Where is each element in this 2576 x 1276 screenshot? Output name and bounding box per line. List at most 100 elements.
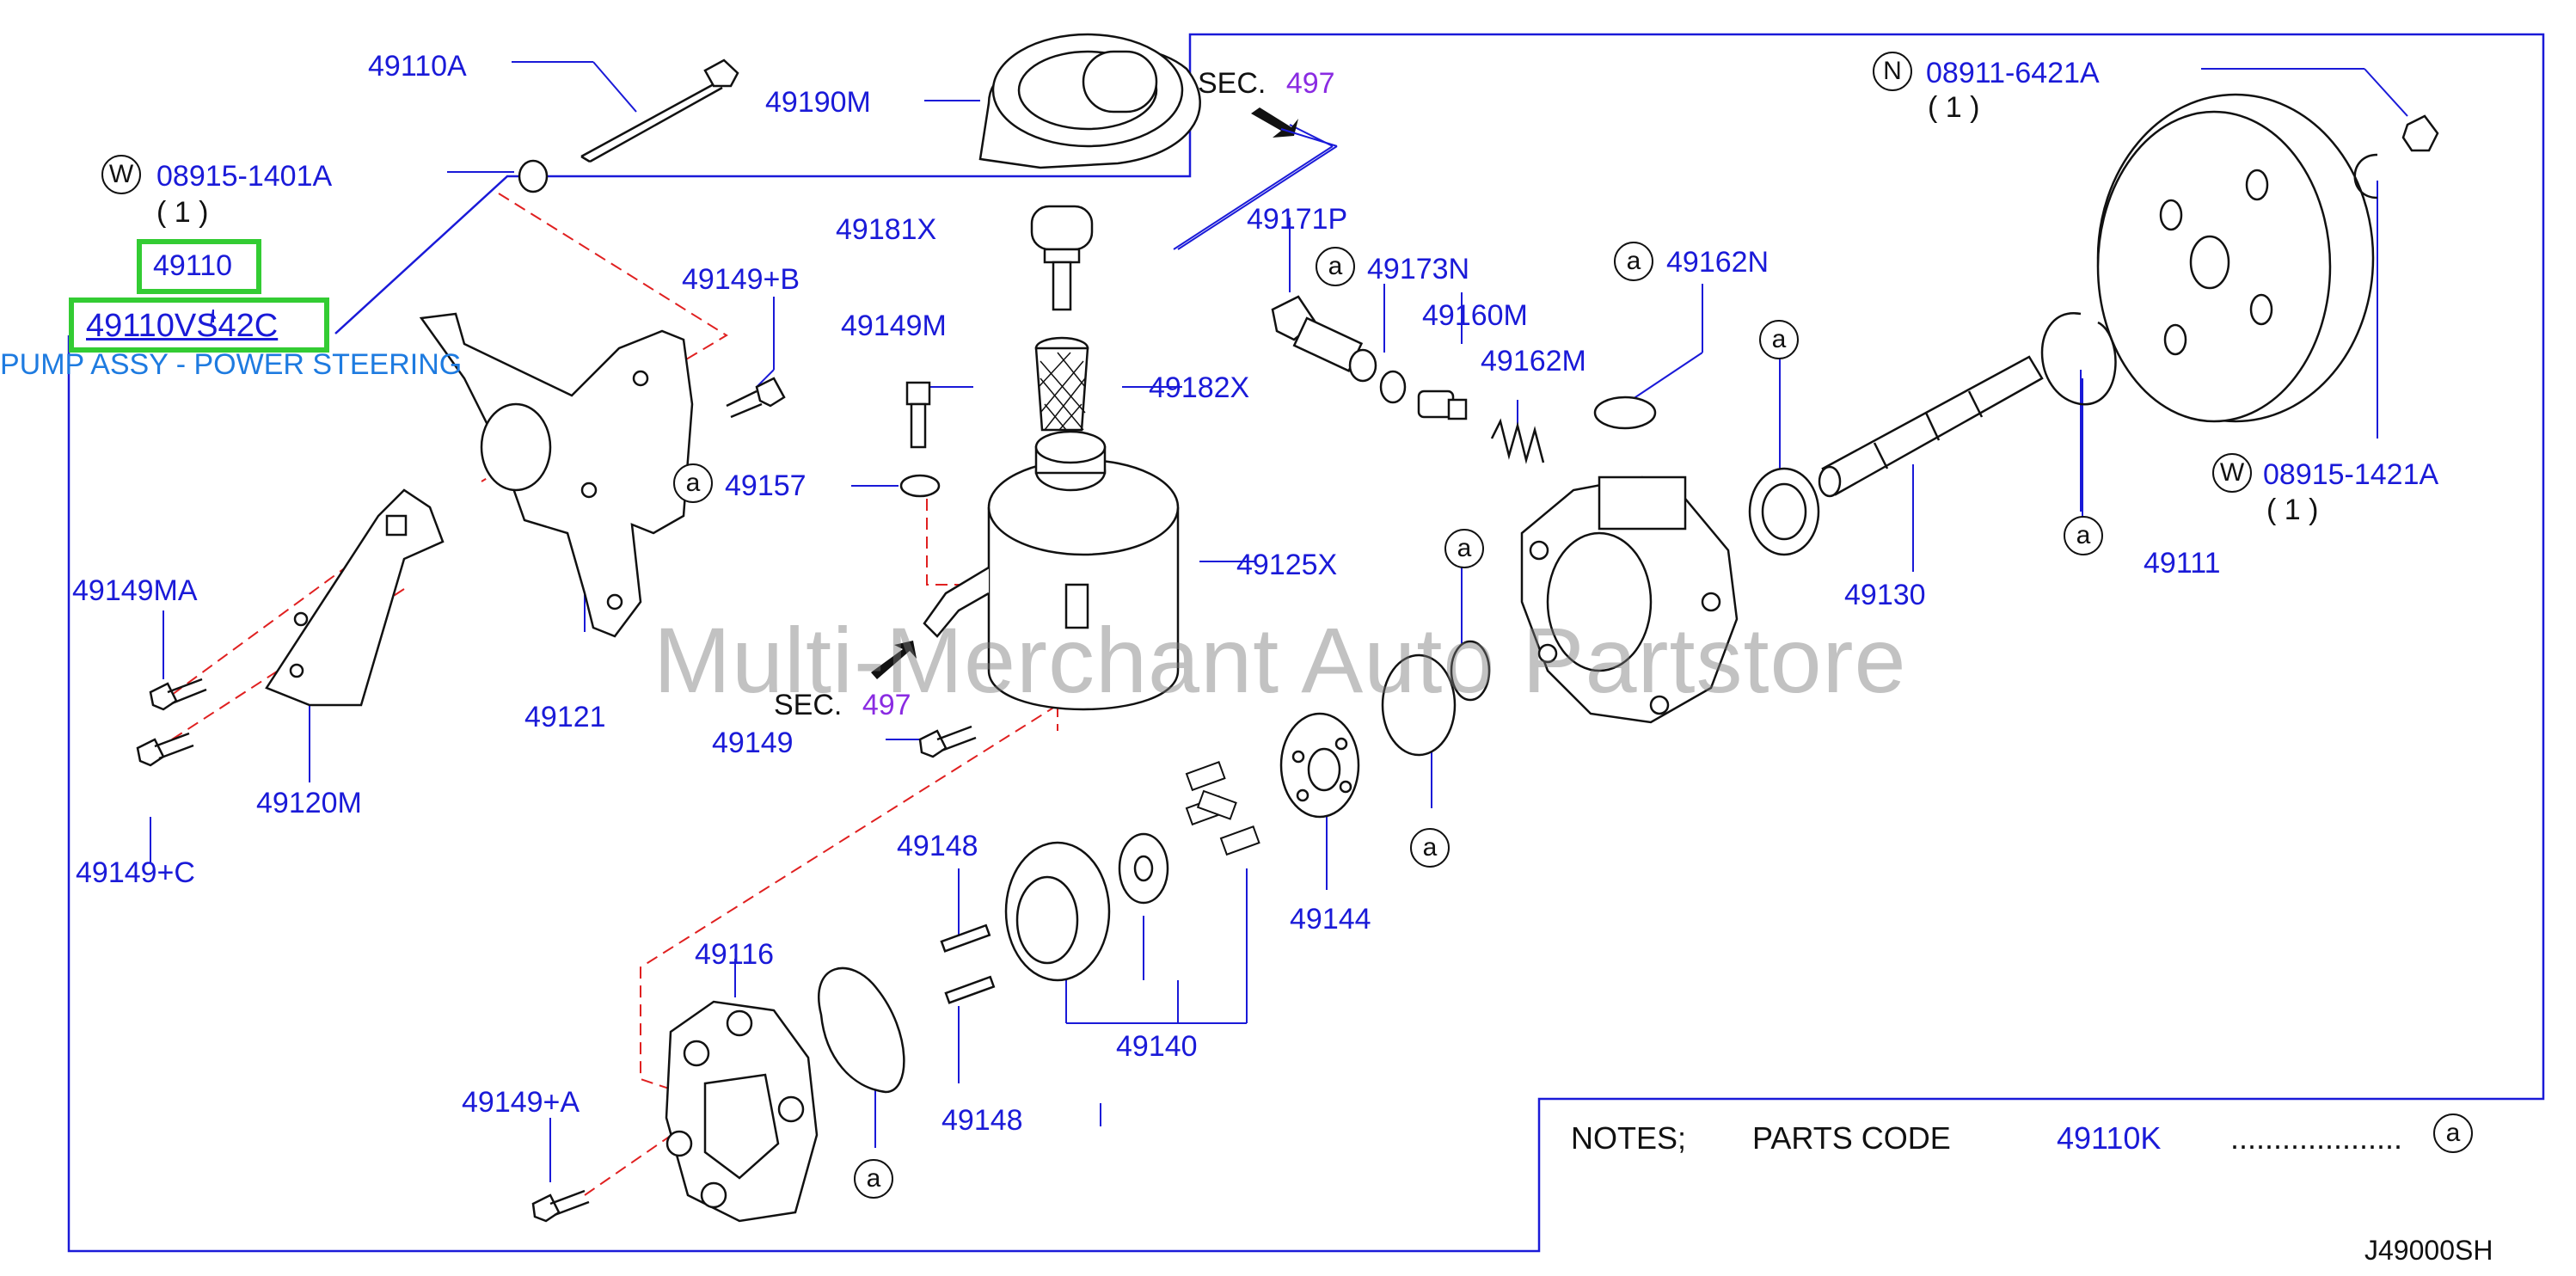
- notes-parts-code: PARTS CODE: [1752, 1120, 1951, 1156]
- part-label-49144[interactable]: 49144: [1290, 903, 1371, 936]
- sec-label-lower: SEC. 497: [774, 690, 911, 720]
- filter-49182X: [1034, 336, 1089, 432]
- part-label-49110VS42C[interactable]: 49110VS42C: [86, 308, 279, 344]
- vanes: [1185, 761, 1260, 856]
- part-label-49110[interactable]: 49110: [153, 249, 233, 282]
- part-label-08915-1401A[interactable]: 08915-1401A: [156, 160, 333, 193]
- rotor: [1118, 832, 1169, 905]
- part-description-pump-assy: PUMP ASSY - POWER STEERING: [0, 348, 463, 381]
- sec-label-upper-text: SEC.: [1198, 67, 1267, 100]
- marker-a-49162N: a: [1614, 242, 1653, 281]
- part-label-49149C[interactable]: 49149+C: [76, 856, 195, 889]
- notes-dots: ....................: [2230, 1120, 2403, 1156]
- bolt-49149: [918, 725, 977, 758]
- qty-08915-1401A: ( 1 ): [156, 196, 209, 229]
- plate-49144: [1279, 712, 1360, 819]
- part-label-49173N[interactable]: 49173N: [1367, 253, 1470, 285]
- sec-label-upper: SEC. 497: [1198, 69, 1335, 98]
- washer-08915-1401A: [518, 159, 549, 193]
- part-label-49148-upper[interactable]: 49148: [897, 830, 978, 862]
- marker-a-49173N: a: [1316, 247, 1355, 286]
- marker-a-snapring: a: [2064, 516, 2103, 555]
- part-label-49149MA[interactable]: 49149MA: [72, 574, 198, 607]
- cam-ring: [1004, 841, 1111, 982]
- marker-a-seal: a: [1759, 320, 1799, 359]
- pin-49148-a: [940, 923, 991, 953]
- pulley-49111: [2096, 93, 2375, 423]
- qty-08911-6421A: ( 1 ): [1928, 91, 1980, 124]
- washer-49157: [899, 474, 941, 498]
- pin-49148-b: [944, 975, 996, 1004]
- part-label-49162N[interactable]: 49162N: [1666, 246, 1769, 279]
- marker-a-gasket: a: [854, 1159, 893, 1199]
- bracket-49120M: [265, 488, 445, 707]
- part-label-49111[interactable]: 49111: [2144, 547, 2221, 580]
- part-label-49148-lower[interactable]: 49148: [941, 1104, 1023, 1137]
- cap-49190M: [978, 33, 1201, 169]
- bolt-49149B: [726, 377, 786, 419]
- gasket-rear: [818, 966, 905, 1094]
- marker-a-oring: a: [1410, 828, 1450, 868]
- marker-n: N: [1873, 52, 1912, 91]
- notes-code-49110K[interactable]: 49110K: [2057, 1120, 2162, 1156]
- spring-49162M: [1490, 418, 1545, 464]
- part-label-49149A[interactable]: 49149+A: [462, 1086, 580, 1119]
- gasket-49162N: [1593, 396, 1657, 430]
- bracket-49121: [419, 312, 694, 638]
- bolt-49149C: [136, 732, 194, 767]
- snap-ring: [2040, 312, 2117, 406]
- notes-marker-a: a: [2433, 1113, 2473, 1153]
- cap-49181X: [1030, 205, 1094, 311]
- oring-small: [1450, 640, 1491, 702]
- sec-label-lower-text: SEC.: [774, 689, 843, 721]
- part-label-49181X[interactable]: 49181X: [836, 213, 937, 246]
- part-label-49125X[interactable]: 49125X: [1236, 549, 1338, 581]
- shaft-49130: [1818, 355, 2044, 498]
- part-label-49160M[interactable]: 49160M: [1422, 299, 1528, 332]
- part-label-49149M[interactable]: 49149M: [841, 310, 947, 342]
- highlight-box-49110VS42C: [69, 298, 329, 353]
- bolt-49149A: [531, 1189, 590, 1223]
- oil-seal: [1748, 467, 1820, 556]
- sec-number-upper[interactable]: 497: [1285, 67, 1335, 100]
- part-label-49130[interactable]: 49130: [1844, 579, 1926, 611]
- qty-08915-1421A: ( 1 ): [2266, 494, 2319, 526]
- part-label-49149B[interactable]: 49149+B: [682, 263, 800, 296]
- frame-border: [67, 33, 2545, 1253]
- watermark: Multi-Merchant Auto Partstore: [653, 608, 1907, 712]
- part-label-49190M[interactable]: 49190M: [765, 86, 871, 119]
- highlight-box-49110: [137, 239, 261, 294]
- part-label-49157[interactable]: 49157: [725, 469, 807, 502]
- part-label-49121[interactable]: 49121: [524, 701, 606, 733]
- part-label-49120M[interactable]: 49120M: [256, 787, 362, 819]
- washer-08915-1421A: [2353, 153, 2378, 199]
- part-label-49171P[interactable]: 49171P: [1247, 203, 1348, 236]
- bolt-49149M: [905, 381, 931, 449]
- part-label-49140[interactable]: 49140: [1116, 1030, 1198, 1063]
- marker-a-mid-1: a: [1444, 529, 1484, 568]
- nut-08911-6421A: [2401, 114, 2439, 152]
- notes-label: NOTES;: [1571, 1120, 1687, 1156]
- bolt-49110A: [580, 58, 739, 163]
- marker-a-49157: a: [673, 463, 713, 503]
- part-label-08911-6421A[interactable]: 08911-6421A: [1926, 57, 2100, 89]
- sec-number-lower[interactable]: 497: [862, 689, 911, 721]
- oring-large: [1381, 653, 1457, 757]
- marker-w-1: W: [101, 155, 141, 194]
- oring-49173N: [1379, 370, 1407, 404]
- part-label-49116[interactable]: 49116: [695, 938, 775, 971]
- part-label-08915-1421A[interactable]: 08915-1421A: [2263, 458, 2439, 491]
- part-label-49110A[interactable]: 49110A: [368, 50, 467, 83]
- bolt-49149MA: [149, 678, 207, 711]
- part-label-49182X[interactable]: 49182X: [1149, 371, 1250, 404]
- part-label-49162M[interactable]: 49162M: [1481, 345, 1586, 377]
- marker-w-2: W: [2212, 453, 2252, 493]
- fitting-49171P: [1271, 295, 1377, 383]
- pump-body: [1520, 475, 1739, 724]
- part-label-49149[interactable]: 49149: [712, 727, 794, 759]
- reservoir-49125X: [923, 430, 1180, 711]
- cover-49116: [665, 1000, 819, 1223]
- valve-49160M: [1417, 390, 1468, 420]
